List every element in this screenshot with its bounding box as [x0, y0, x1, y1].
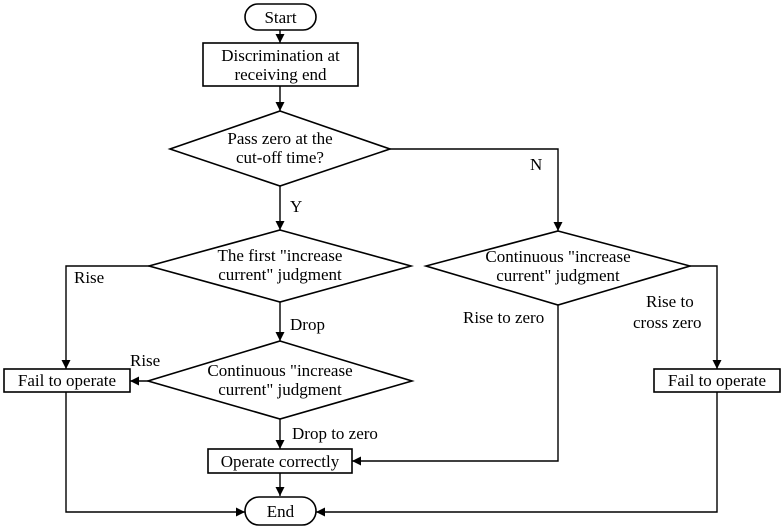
fail-left-label: Fail to operate	[18, 371, 116, 390]
fail-right-label: Fail to operate	[668, 371, 766, 390]
edge-label-drop: Drop	[290, 315, 325, 334]
end-node: End	[244, 496, 317, 526]
edge-labels: Y N Rise Drop Rise Drop to zero Rise to …	[74, 155, 701, 443]
edge-first-increase-rise	[61, 265, 149, 369]
operate-correctly-label: Operate correctly	[221, 452, 340, 471]
edge-label-rise-continuous: Rise	[130, 351, 160, 370]
operate-correctly-node: Operate correctly	[207, 448, 353, 474]
edge-label-rise-to-zero: Rise to zero	[463, 308, 544, 327]
first-increase-label-line-1: The first "increase	[218, 246, 343, 265]
edge-label-rise-to-cross-zero-line-2: cross zero	[633, 313, 701, 332]
edge-continuous-right-rise-to-cross-zero	[690, 265, 722, 369]
edge-fail-left-to-end	[65, 392, 245, 517]
edge-pass-zero-no	[390, 148, 563, 231]
discrimination-label-line-2: receiving end	[234, 65, 327, 84]
continuous-left-label-line-1: Continuous "increase	[207, 361, 352, 380]
end-label: End	[267, 502, 295, 521]
continuous-left-decision: Continuous "increase current" judgment	[145, 340, 415, 420]
start-label: Start	[264, 8, 296, 27]
pass-zero-decision: Pass zero at the cut-off time?	[167, 110, 393, 187]
continuous-right-label-line-2: current" judgment	[496, 266, 620, 285]
discrimination-node: Discrimination at receiving end	[202, 42, 359, 87]
fail-right-node: Fail to operate	[653, 368, 781, 393]
edge-continuous-right-rise-to-zero	[352, 305, 559, 466]
continuous-right-label-line-1: Continuous "increase	[485, 247, 630, 266]
edge-label-yes: Y	[290, 197, 302, 216]
pass-zero-label-line-1: Pass zero at the	[227, 129, 332, 148]
first-increase-decision: The first "increase current" judgment	[145, 229, 415, 303]
start-node: Start	[244, 3, 317, 31]
edge-label-drop-to-zero: Drop to zero	[292, 424, 378, 443]
fail-left-node: Fail to operate	[3, 368, 131, 393]
edge-fail-right-to-end	[316, 392, 718, 517]
discrimination-label-line-1: Discrimination at	[221, 46, 340, 65]
continuous-left-label-line-2: current" judgment	[218, 380, 342, 399]
first-increase-label-line-2: current" judgment	[218, 265, 342, 284]
edge-label-rise-first: Rise	[74, 268, 104, 287]
edges	[61, 30, 722, 517]
continuous-right-decision: Continuous "increase current" judgment	[423, 230, 693, 306]
edge-label-no: N	[530, 155, 542, 174]
edge-label-rise-to-cross-zero-line-1: Rise to	[646, 292, 694, 311]
pass-zero-label-line-2: cut-off time?	[236, 148, 324, 167]
